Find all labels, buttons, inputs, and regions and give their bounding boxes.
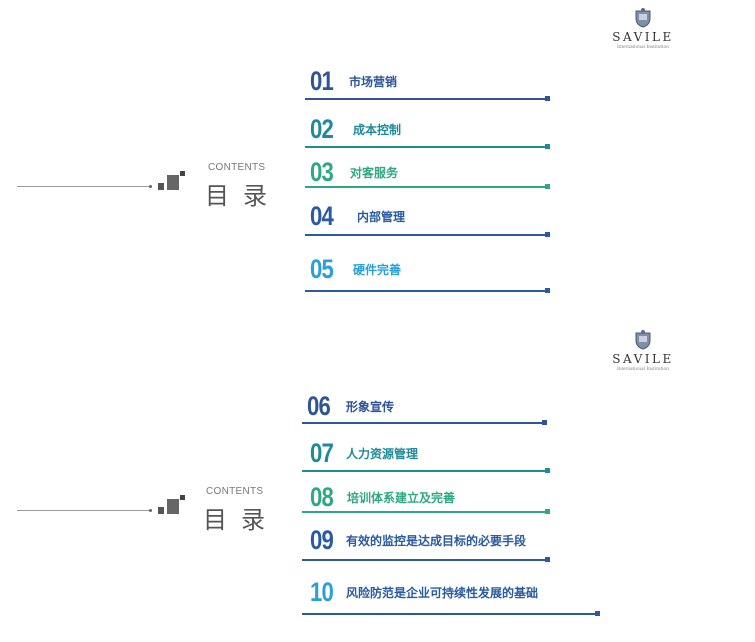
item-label: 有效的监控是达成目标的必要手段 <box>346 534 527 548</box>
item-rule <box>302 613 597 615</box>
item-rule-end <box>595 611 600 616</box>
item-label: 硬件完善 <box>353 263 402 277</box>
item-number: 05 <box>310 254 334 284</box>
lead-line <box>17 186 150 187</box>
crest-icon <box>635 8 651 28</box>
item-rule-end <box>545 509 550 514</box>
item-rule-end <box>545 144 550 149</box>
item-label: 风险防范是企业可持续性发展的基础 <box>346 586 539 600</box>
lead-dot <box>149 509 152 512</box>
item-rule <box>302 470 547 472</box>
lead-line <box>17 510 150 511</box>
contents-label-en: CONTENTS <box>206 486 264 497</box>
logo-brand: SAVILE <box>612 30 674 44</box>
item-number: 04 <box>310 201 334 231</box>
item-rule <box>305 146 547 148</box>
savile-logo: SAVILE International Institution <box>603 8 683 51</box>
item-label: 成本控制 <box>353 123 402 137</box>
savile-logo: SAVILE International Institution <box>603 330 683 373</box>
item-rule-end <box>545 232 550 237</box>
item-number: 10 <box>310 577 334 607</box>
item-number: 01 <box>310 66 334 96</box>
item-rule-end <box>545 96 550 101</box>
item-number: 03 <box>310 157 334 187</box>
item-rule <box>302 511 547 513</box>
item-rule <box>305 98 547 100</box>
item-label: 市场营销 <box>349 75 398 89</box>
logo-subtitle: International Institution <box>616 366 670 372</box>
logo-subtitle: International Institution <box>616 44 670 50</box>
crest-icon <box>635 330 651 350</box>
contents-label-en: CONTENTS <box>208 162 266 173</box>
item-number: 09 <box>310 525 334 555</box>
item-rule-end <box>542 420 547 425</box>
item-rule <box>305 290 547 292</box>
item-number: 07 <box>310 438 334 468</box>
item-rule-end <box>545 557 550 562</box>
item-rule <box>305 186 547 188</box>
item-number: 08 <box>310 482 334 512</box>
item-rule-end <box>545 468 550 473</box>
item-number: 02 <box>310 114 334 144</box>
item-label: 人力资源管理 <box>346 447 419 461</box>
item-rule <box>302 559 547 561</box>
item-rule <box>305 234 547 236</box>
contents-squares-icon <box>158 171 185 190</box>
slide-1: SAVILE International Institution CONTENT… <box>0 0 755 320</box>
item-number: 06 <box>307 391 331 421</box>
item-label: 培训体系建立及完善 <box>347 491 456 505</box>
logo-brand: SAVILE <box>612 352 674 366</box>
item-label: 对客服务 <box>350 166 399 180</box>
item-label: 内部管理 <box>357 210 406 224</box>
contents-label-zh: 目录 <box>205 182 281 210</box>
item-rule-end <box>545 184 550 189</box>
slide-2: SAVILE International Institution CONTENT… <box>0 322 755 642</box>
contents-label-zh: 目录 <box>203 506 279 534</box>
contents-squares-icon <box>158 495 185 514</box>
lead-dot <box>149 185 152 188</box>
item-rule-end <box>545 288 550 293</box>
item-rule <box>302 422 544 424</box>
item-label: 形象宣传 <box>346 400 395 414</box>
